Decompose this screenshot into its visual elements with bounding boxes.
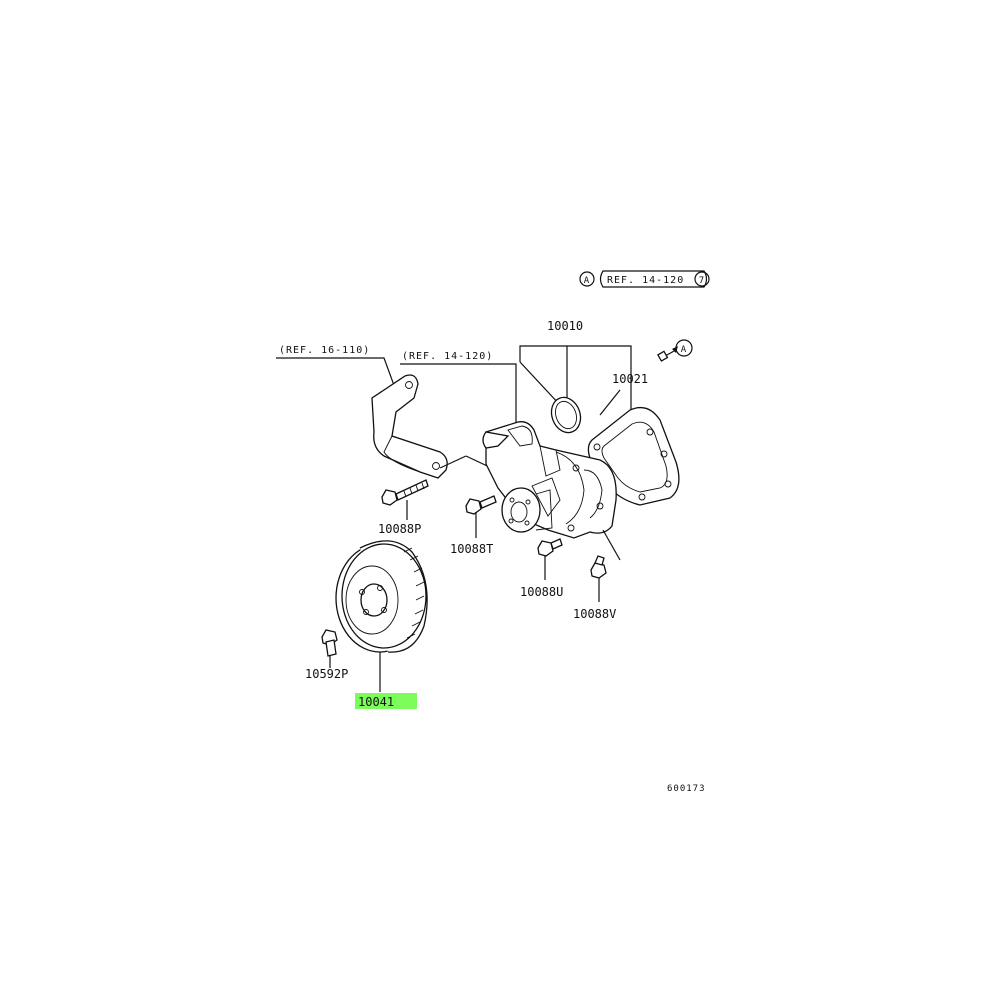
alignment-bolt[interactable] <box>657 346 678 362</box>
water-pump <box>482 421 617 539</box>
leader-10010-bracket <box>519 345 632 412</box>
ref-pump-label[interactable]: (REF. 14-120) <box>402 351 493 362</box>
pulley-10041[interactable] <box>335 540 428 653</box>
ref-bracket-leader <box>276 357 396 389</box>
ref-marker-letter: A <box>584 276 590 286</box>
label-10088P[interactable]: 10088P <box>378 522 421 536</box>
bolt-10088U[interactable] <box>537 538 563 557</box>
ref-suffix-circle <box>694 271 710 287</box>
label-10088U[interactable]: 10088U <box>520 585 563 599</box>
ref-box <box>599 270 708 288</box>
leader-10021 <box>599 389 621 416</box>
leader-10010-oring <box>519 361 561 406</box>
ref-top-text: REF. 14-120 <box>607 275 684 286</box>
bolt-marker-circle <box>675 339 693 357</box>
ref-top-right[interactable]: A REF. 14-120 7 <box>579 270 710 288</box>
bolt-10592P[interactable] <box>321 629 338 657</box>
o-ring <box>550 396 582 434</box>
label-10088V[interactable]: 10088V <box>573 607 616 621</box>
ref-bracket-label[interactable]: (REF. 16-110) <box>279 345 370 356</box>
label-10021[interactable]: 10021 <box>612 372 648 386</box>
ref-pump-leader <box>400 363 517 430</box>
bolt-marker-letter: A <box>681 345 687 355</box>
bolt-10088T[interactable] <box>465 495 497 515</box>
highlight-10041 <box>355 693 417 709</box>
mounting-bracket <box>371 374 501 479</box>
label-10088T[interactable]: 10088T <box>450 542 493 556</box>
ref-suffix: 7 <box>699 276 705 286</box>
ref-marker-circle <box>579 271 595 287</box>
bolt-10088P[interactable] <box>381 479 429 506</box>
bolt-10088V[interactable] <box>590 555 607 579</box>
diagram-id: 600173 <box>667 784 706 794</box>
leader-10088V-pump <box>602 529 621 561</box>
label-10041[interactable]: 10041 <box>358 695 394 709</box>
label-10592P[interactable]: 10592P <box>305 667 348 681</box>
label-10010[interactable]: 10010 <box>547 319 583 333</box>
